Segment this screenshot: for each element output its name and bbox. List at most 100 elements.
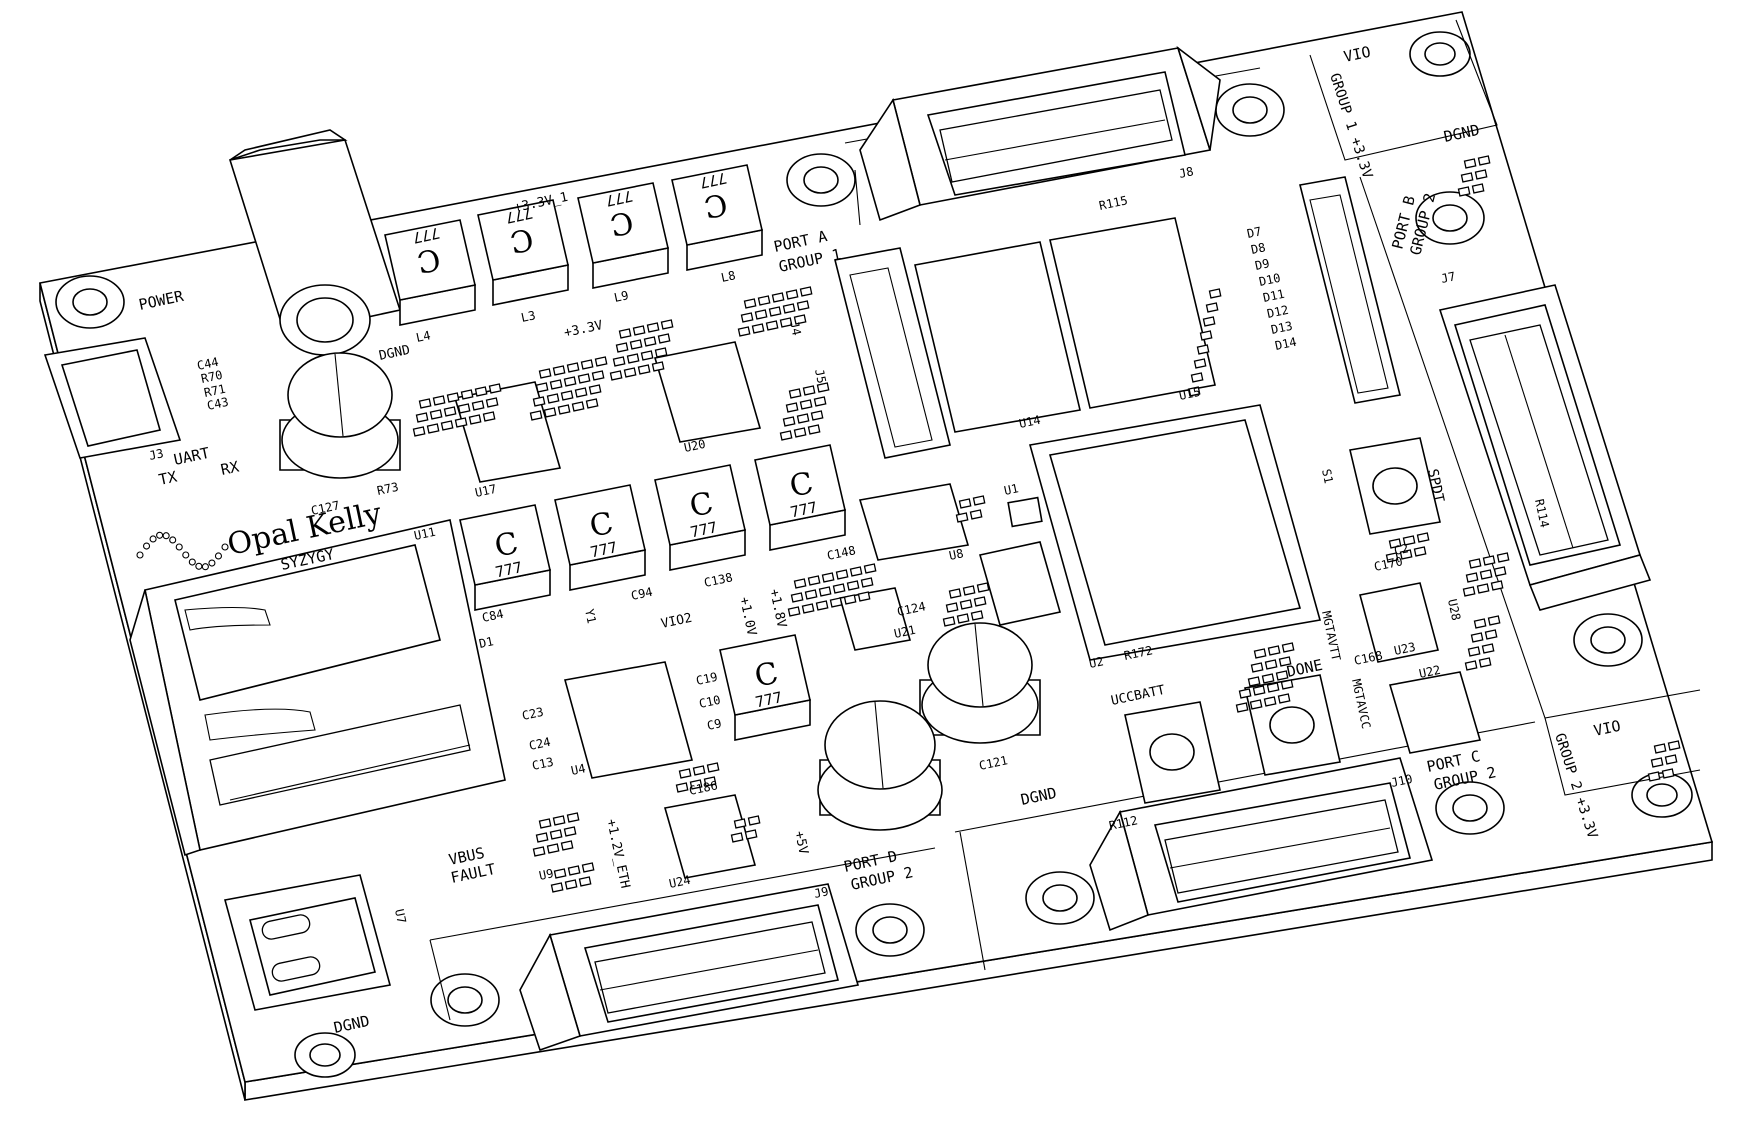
mounting-holes bbox=[55, 31, 1693, 1078]
smd-passive bbox=[532, 846, 546, 857]
refdes-d1: D1 bbox=[478, 634, 495, 651]
smd-passive bbox=[557, 404, 571, 415]
ic-u8 bbox=[978, 541, 1062, 626]
refdes-d14: D14 bbox=[1274, 335, 1298, 353]
smd-passive bbox=[1413, 546, 1427, 557]
smd-passive bbox=[585, 398, 599, 409]
smd-passive bbox=[564, 879, 578, 890]
smd-passive bbox=[415, 412, 429, 423]
smd-passive bbox=[1199, 330, 1213, 341]
refdes-u28: U28 bbox=[1445, 598, 1463, 622]
crystal bbox=[858, 483, 970, 561]
smd-passive bbox=[821, 572, 835, 583]
refdes-c24: C24 bbox=[528, 735, 552, 753]
smd-passive bbox=[970, 610, 984, 621]
smd-passive bbox=[474, 386, 488, 397]
smd-passive bbox=[571, 401, 585, 412]
smd-passive bbox=[1235, 702, 1249, 713]
refdes-c94: C94 bbox=[630, 585, 654, 603]
smd-passive bbox=[538, 368, 552, 379]
pin-header-j4 bbox=[1299, 176, 1401, 404]
capacitor-large bbox=[817, 700, 943, 831]
connector-j10 bbox=[1089, 757, 1434, 932]
smd-passive bbox=[488, 383, 502, 394]
smd-passive bbox=[1487, 615, 1501, 626]
smd-passive bbox=[623, 367, 637, 378]
smd-passive bbox=[1280, 679, 1294, 690]
smd-passive bbox=[969, 509, 983, 520]
smd-passive bbox=[1277, 693, 1291, 704]
refdes-r70: R70 bbox=[200, 368, 224, 386]
dc-barrel-jack bbox=[228, 129, 402, 356]
refdes-u21: U21 bbox=[893, 623, 917, 641]
refdes-j7: J7 bbox=[1440, 269, 1457, 286]
inductor-mark-code: 777 bbox=[698, 169, 728, 192]
logo-dot bbox=[149, 535, 157, 543]
smd-passive bbox=[640, 350, 654, 361]
refdes-u2: U2 bbox=[1088, 654, 1105, 671]
smd-passive bbox=[706, 762, 720, 773]
logo-dot bbox=[221, 543, 229, 551]
refdes-u4: U4 bbox=[570, 761, 587, 778]
smd-passive bbox=[646, 322, 660, 333]
refdes-l8: L8 bbox=[720, 268, 737, 285]
smd-passive bbox=[1252, 685, 1266, 696]
smd-passive bbox=[1484, 629, 1498, 640]
smd-passive bbox=[942, 616, 956, 627]
smd-passive bbox=[1647, 771, 1661, 782]
inductor-mark-code: 777 bbox=[411, 224, 441, 247]
smd-passive bbox=[657, 333, 671, 344]
smd-passive bbox=[482, 411, 496, 422]
smd-passive bbox=[1247, 676, 1261, 687]
smd-passive bbox=[962, 585, 976, 596]
smd-passive bbox=[643, 336, 657, 347]
refdes-u24: U24 bbox=[668, 873, 692, 891]
ic-u20 bbox=[653, 341, 762, 443]
ic-u14 bbox=[914, 241, 1081, 433]
smd-passive bbox=[591, 370, 605, 381]
label-rx: RX bbox=[219, 458, 240, 479]
smd-passive bbox=[612, 356, 626, 367]
switch-ucc bbox=[1124, 701, 1221, 804]
refdes-c23: C23 bbox=[521, 705, 545, 723]
smd-passive bbox=[785, 402, 799, 413]
refdes-c170: C170 bbox=[1373, 554, 1404, 574]
smd-passive bbox=[948, 588, 962, 599]
smd-passive bbox=[1650, 757, 1664, 768]
smd-passive bbox=[535, 832, 549, 843]
logo-dot bbox=[162, 532, 170, 540]
smd-passive bbox=[849, 566, 863, 577]
refdes-u8: U8 bbox=[948, 546, 965, 563]
refdes-j9: J9 bbox=[813, 884, 830, 901]
smd-passive bbox=[1460, 172, 1474, 183]
smd-passive bbox=[563, 826, 577, 837]
smd-passive bbox=[549, 829, 563, 840]
smd-passive bbox=[578, 876, 592, 887]
smd-passive bbox=[835, 569, 849, 580]
smd-passive bbox=[651, 361, 665, 372]
smd-passive bbox=[1266, 682, 1280, 693]
smd-passive bbox=[1281, 642, 1295, 653]
smd-passive bbox=[863, 563, 877, 574]
refdes-r112: R112 bbox=[1108, 813, 1139, 833]
smd-passive bbox=[793, 578, 807, 589]
label-rail-5v: +5V bbox=[791, 830, 811, 856]
smd-passive bbox=[552, 365, 566, 376]
smd-passive bbox=[1263, 696, 1277, 707]
smd-passive bbox=[1208, 288, 1222, 299]
refdes-r71: R71 bbox=[203, 382, 227, 400]
label-spdt: SPDT bbox=[1424, 468, 1447, 505]
smd-passive bbox=[768, 306, 782, 317]
smd-passive bbox=[737, 326, 751, 337]
refdes-d13: D13 bbox=[1270, 319, 1294, 337]
refdes-u7: U7 bbox=[392, 908, 409, 925]
smd-passive bbox=[1190, 372, 1204, 383]
smd-passive bbox=[1481, 643, 1495, 654]
refdes-r114: R114 bbox=[1532, 498, 1552, 529]
inductor-mark-code: 777 bbox=[604, 187, 634, 210]
refdes-d8: D8 bbox=[1250, 240, 1267, 257]
smd-passive bbox=[567, 865, 581, 876]
